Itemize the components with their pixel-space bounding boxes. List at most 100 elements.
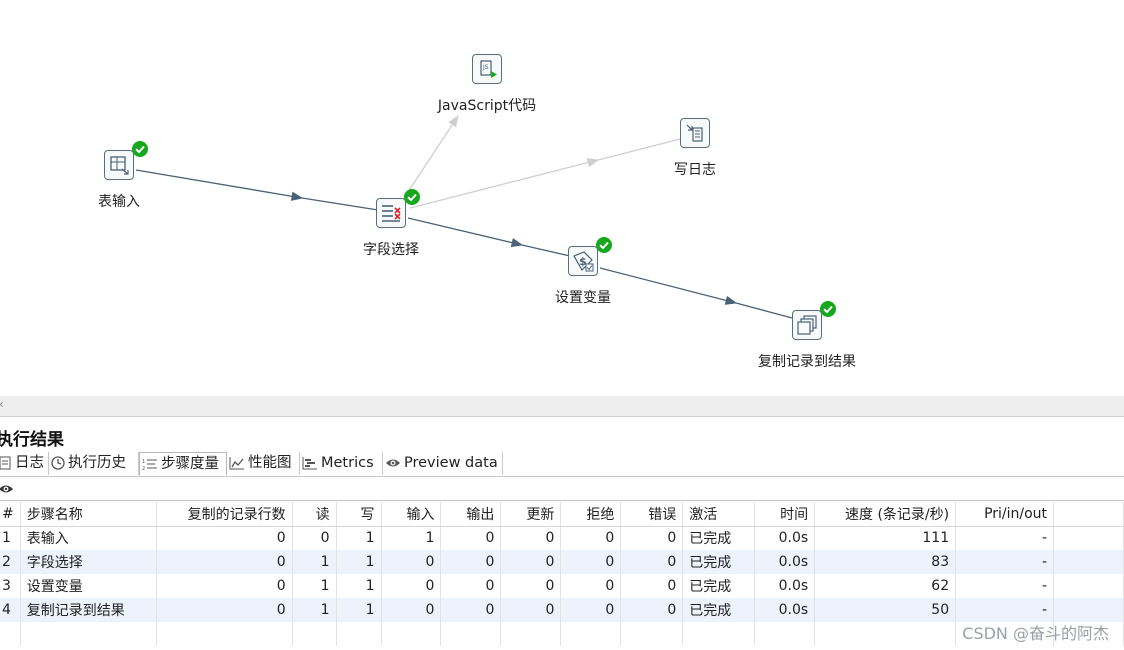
step-label: 设置变量 xyxy=(555,290,611,306)
eye-icon[interactable] xyxy=(0,483,14,495)
table-toolbar xyxy=(0,478,1124,501)
tab-label: 性能图 xyxy=(248,455,292,471)
chevron-left-icon[interactable]: ‹ xyxy=(0,397,4,411)
col-header[interactable]: # xyxy=(0,502,21,527)
table-cell xyxy=(381,622,442,646)
set-variable-icon: $ xyxy=(573,251,594,272)
table-cell: 0 xyxy=(156,574,293,598)
col-header[interactable]: 读 xyxy=(292,502,337,527)
table-cell xyxy=(292,622,337,646)
hop-select-to-javascript xyxy=(403,115,459,199)
step-metrics-table: # 步骤名称 复制的记录行数 读 写 输入 输出 更新 拒绝 错误 激活 时间 … xyxy=(0,502,1124,650)
step-box[interactable]: JS xyxy=(472,54,502,84)
col-header[interactable]: 激活 xyxy=(682,502,756,527)
step-label: 表输入 xyxy=(98,194,140,210)
step-box[interactable] xyxy=(680,118,710,148)
tab-history[interactable]: 执行历史 xyxy=(49,452,139,475)
table-cell: 字段选择 xyxy=(20,550,157,574)
table-cell: 已完成 xyxy=(682,574,756,598)
tab-label: 日志 xyxy=(15,455,44,471)
table-cell: 0 xyxy=(500,574,562,598)
col-header[interactable]: 输出 xyxy=(440,502,502,527)
table-row-empty[interactable] xyxy=(0,622,1124,646)
table-cell: 0 xyxy=(560,526,622,550)
table-cell: - xyxy=(955,598,1055,622)
tab-label: 执行历史 xyxy=(68,455,126,471)
tab-label: Preview data xyxy=(404,455,498,471)
step-box[interactable] xyxy=(792,310,822,340)
panel-splitter[interactable]: ‹ xyxy=(0,396,1124,417)
table-cell: 1 xyxy=(292,598,337,622)
table-cell: 3 xyxy=(0,574,21,598)
col-header[interactable]: 步骤名称 xyxy=(20,502,157,527)
panel-title: 执行结果 xyxy=(0,430,64,450)
copy-rows-icon xyxy=(797,315,817,335)
table-cell: 0 xyxy=(381,598,442,622)
metrics-icon xyxy=(302,457,317,470)
table-cell: 0 xyxy=(292,526,337,550)
preview-eye-icon xyxy=(386,459,400,467)
table-cell: 复制记录到结果 xyxy=(20,598,157,622)
table-header-row: # 步骤名称 复制的记录行数 读 写 输入 输出 更新 拒绝 错误 激活 时间 … xyxy=(0,502,1124,527)
table-cell: 1 xyxy=(292,550,337,574)
table-cell-filler xyxy=(1053,526,1124,550)
step-label: 写日志 xyxy=(674,162,716,178)
table-cell: 1 xyxy=(336,526,382,550)
hop-select-to-setvar xyxy=(407,217,524,248)
transformation-canvas[interactable]: 表输入 JS JavaScript代码 写日志 xyxy=(0,0,1124,396)
tab-performance-chart[interactable]: 性能图 xyxy=(227,452,300,475)
table-cell: 1 xyxy=(336,550,382,574)
table-cell: 1 xyxy=(336,574,382,598)
table-cell xyxy=(754,622,816,646)
table-cell: 0.0s xyxy=(754,526,816,550)
col-header[interactable]: 速度 (条记录/秒) xyxy=(814,502,957,527)
table-cell: 0 xyxy=(440,526,502,550)
col-header[interactable]: 时间 xyxy=(754,502,816,527)
step-metrics-icon: 12 xyxy=(142,459,157,472)
col-header[interactable]: 写 xyxy=(336,502,382,527)
tab-preview-data[interactable]: Preview data xyxy=(383,452,503,475)
table-cell-filler xyxy=(1053,598,1124,622)
step-box[interactable]: $ xyxy=(568,246,598,276)
col-header[interactable]: 拒绝 xyxy=(560,502,622,527)
table-cell xyxy=(156,622,293,646)
col-header[interactable]: 复制的记录行数 xyxy=(156,502,293,527)
step-label: JavaScript代码 xyxy=(437,98,537,114)
table-cell xyxy=(955,622,1055,646)
table-cell xyxy=(336,622,382,646)
col-header[interactable]: 错误 xyxy=(620,502,684,527)
table-cell: 0 xyxy=(620,526,684,550)
success-check-icon xyxy=(132,141,148,157)
tab-metrics[interactable]: Metrics xyxy=(300,452,383,475)
col-header[interactable]: Pri/in/out xyxy=(955,502,1055,527)
col-header[interactable]: 更新 xyxy=(500,502,562,527)
tab-log[interactable]: 日志 xyxy=(0,452,49,475)
table-cell: 0 xyxy=(560,598,622,622)
table-cell: 表输入 xyxy=(20,526,157,550)
hop-layer xyxy=(135,115,793,319)
table-cell-filler xyxy=(1053,622,1124,646)
svg-text:2: 2 xyxy=(142,466,145,471)
table-cell: 0 xyxy=(381,574,442,598)
tab-label: Metrics xyxy=(321,455,374,471)
step-box[interactable] xyxy=(104,150,134,180)
table-cell: 111 xyxy=(814,526,957,550)
success-check-icon xyxy=(596,237,612,253)
hop-select-to-writelog xyxy=(409,158,600,209)
table-cell xyxy=(0,622,21,646)
table-cell xyxy=(500,622,562,646)
table-cell: 已完成 xyxy=(682,598,756,622)
step-box[interactable] xyxy=(376,198,406,228)
hop-table-input-to-select xyxy=(135,169,304,201)
table-cell xyxy=(682,622,756,646)
table-cell: 1 xyxy=(381,526,442,550)
tab-label: 步骤度量 xyxy=(161,456,219,472)
svg-text:JS: JS xyxy=(482,64,489,71)
col-header[interactable]: 输入 xyxy=(381,502,442,527)
